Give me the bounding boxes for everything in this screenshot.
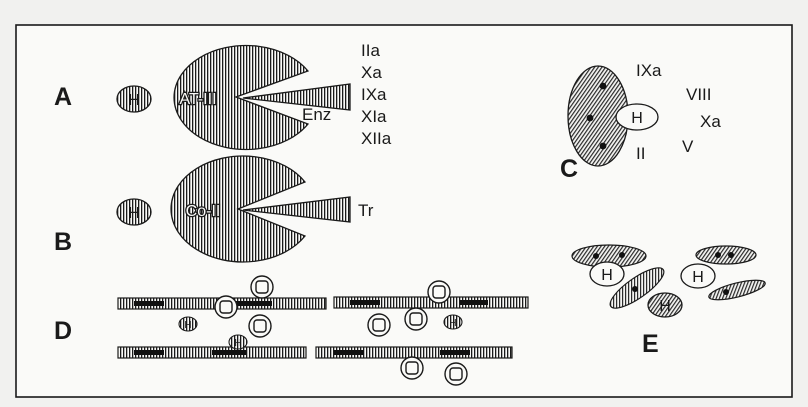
panel-e-label: E [642,330,659,358]
panel-d-marker-2: H [234,338,241,349]
panel-a-inhibitor-label: AT-III [179,91,216,108]
panel-e-heparin-label-1: H [601,267,613,284]
panel-c-heparin: H [616,104,658,130]
panel-b-wedge-label: Tr [358,201,374,220]
panel-c-factor-v: V [682,137,694,156]
panel-b-inhibitor-label: Co-II [186,203,221,220]
panel-d-marker-3: H [449,318,456,329]
panel-a-enzyme-xa: Xa [361,63,382,82]
panel-b-heparin: H [117,199,151,225]
panel-e-heparin-label-2: H [692,269,704,286]
panel-c-heparin-label: H [631,110,643,127]
panel-c-factor-xa: Xa [700,112,721,131]
panel-b-heparin-label: H [128,205,140,222]
panel-a-enzyme-ixa: IXa [361,85,387,104]
panel-b-label: B [54,228,72,256]
panel-d-marker-1: H [184,320,191,331]
panel-c-factor-ixa: IXa [636,61,662,80]
panel-c-factor-viii: VIII [686,85,712,104]
panel-a-heparin-label: H [128,92,140,109]
panel-c-factor-ii: II [636,144,645,163]
panel-a-wedge-label: Enz [302,105,331,124]
panel-e-heparin-label-3: H [659,298,671,315]
panel-c-label: C [560,155,578,183]
panel-d-label: D [54,317,72,345]
panel-a-enzyme-xia: XIa [361,107,387,126]
panel-a-heparin: H [117,86,151,112]
panel-a-enzyme-iia: IIa [361,41,380,60]
panel-a-label: A [54,83,72,111]
panel-a-enzyme-xiia: XIIa [361,129,392,148]
